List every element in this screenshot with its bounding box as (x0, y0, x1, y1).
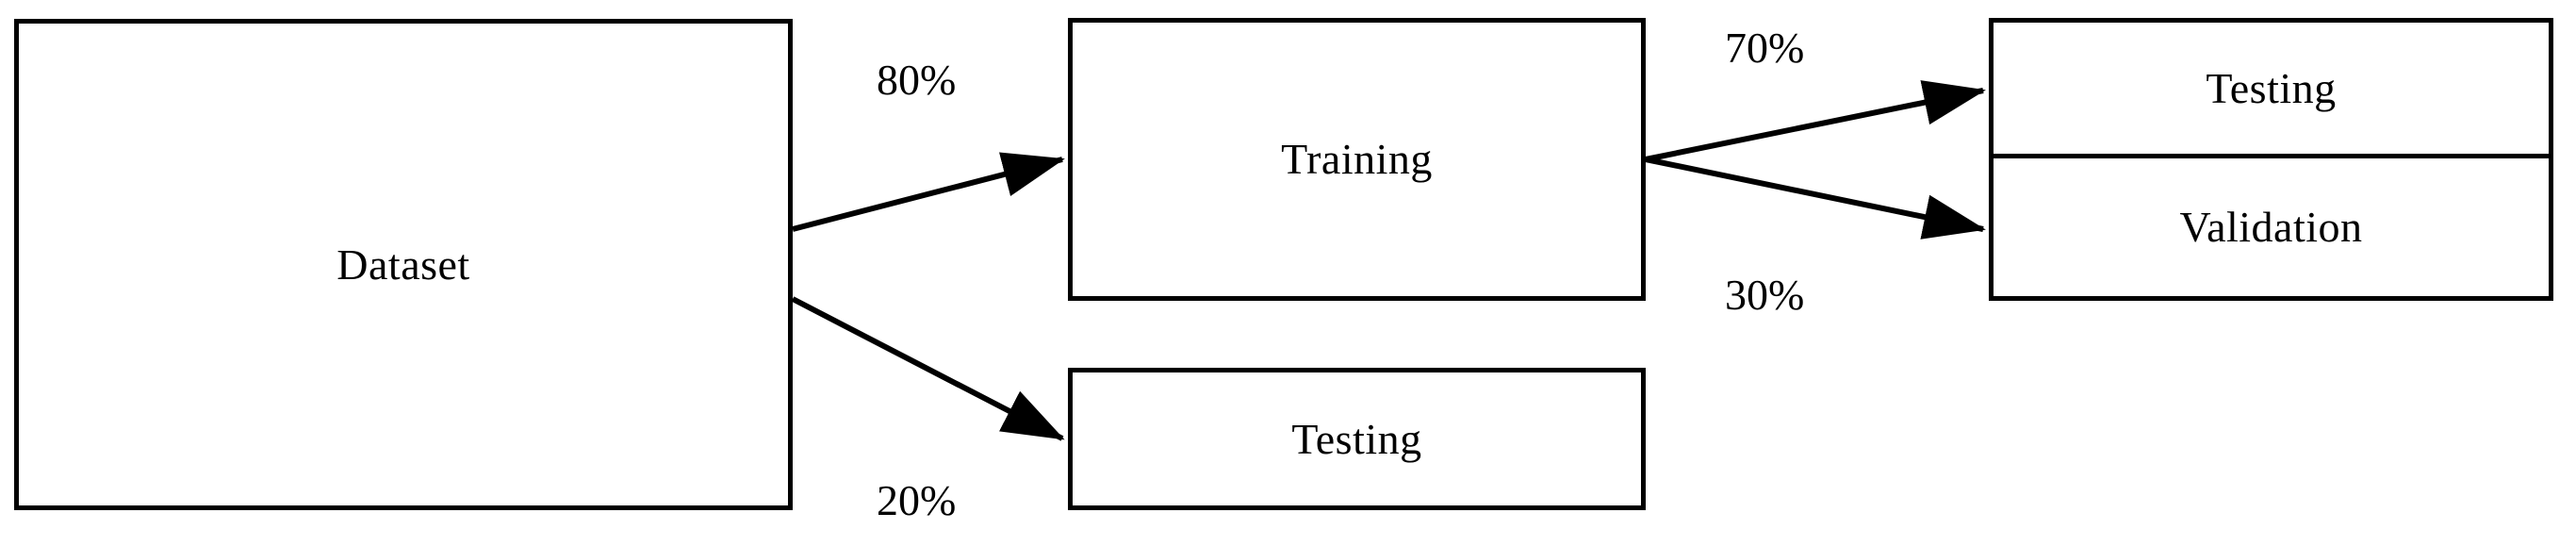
node-testing-lower-label: Testing (1291, 414, 1422, 463)
arrow-dataset-to-training (792, 152, 1065, 232)
node-training-label: Training (1281, 135, 1433, 183)
node-testing-lower[interactable]: Testing (1068, 368, 1646, 510)
edge-label-training-to-validation: 30% (1725, 271, 1805, 319)
node-training[interactable]: Training (1068, 18, 1646, 301)
arrow-dataset-to-testing (791, 296, 1065, 441)
edge-label-dataset-to-training: 80% (877, 56, 957, 104)
arrow-training-to-validation (1645, 157, 1986, 240)
node-validation-label: Validation (2179, 203, 2363, 251)
arrow-training-to-testing-eval (1645, 80, 1986, 162)
edge-label-training-to-testing-eval: 70% (1725, 24, 1805, 72)
node-validation[interactable]: Validation (1994, 158, 2549, 296)
node-testing-eval-label: Testing (2206, 63, 2337, 112)
node-testing-eval[interactable]: Testing (1994, 23, 2549, 158)
node-dataset-label: Dataset (336, 240, 470, 289)
node-eval-stack: Testing Validation (1989, 18, 2553, 301)
edge-label-dataset-to-testing: 20% (877, 476, 957, 524)
node-dataset[interactable]: Dataset (14, 19, 793, 510)
